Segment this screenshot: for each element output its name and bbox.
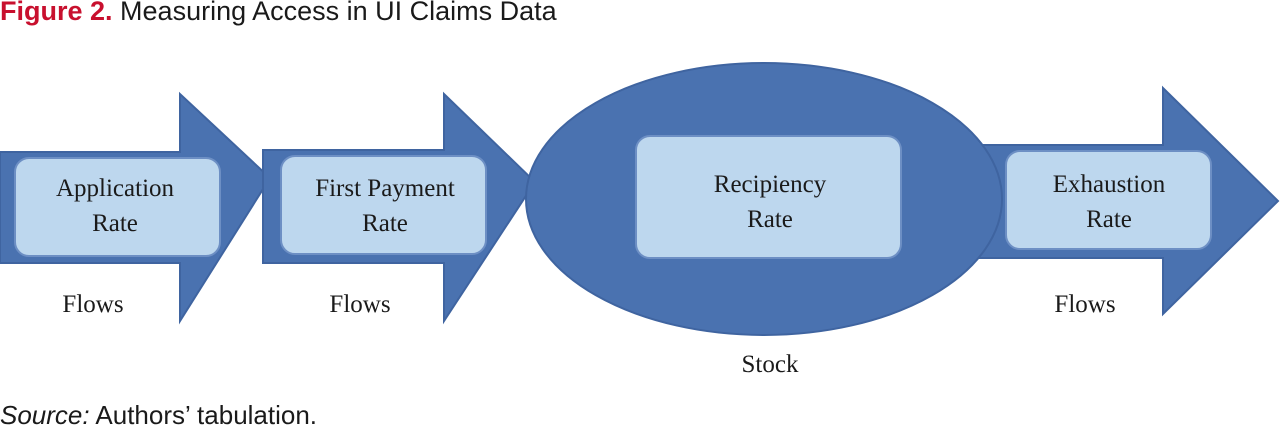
first-payment-rate-label-line1: First Payment [315, 175, 455, 202]
figure-number: Figure 2. [0, 0, 113, 26]
application-rate-label-line1: Application [56, 175, 175, 202]
application-flows-label: Flows [62, 291, 123, 318]
figure-title-text: Measuring Access in UI Claims Data [120, 0, 557, 26]
recipiency-rate-label-line2: Rate [747, 206, 793, 233]
source-note: Source: Authors’ tabulation. [0, 400, 317, 431]
source-text: Authors’ tabulation. [95, 400, 318, 430]
exhaustion-rate-label-line2: Rate [1086, 206, 1132, 233]
source-label: Source: [0, 400, 90, 430]
exhaustion-rate-label-line1: Exhaustion [1053, 171, 1166, 198]
first-payment-flows-label: Flows [329, 291, 390, 318]
application-rate-box [14, 157, 221, 257]
recipiency-rate-box [635, 135, 902, 259]
recipiency-stock-label: Stock [742, 351, 799, 378]
recipiency-rate-label-line1: Recipiency [714, 171, 827, 198]
first-payment-rate-box [280, 155, 487, 255]
exhaustion-rate-box [1005, 150, 1212, 250]
first-payment-rate-label-line2: Rate [362, 210, 408, 237]
application-rate-label-line2: Rate [92, 210, 138, 237]
figure-title: Figure 2. Measuring Access in UI Claims … [0, 0, 557, 27]
exhaustion-flows-label: Flows [1054, 291, 1115, 318]
